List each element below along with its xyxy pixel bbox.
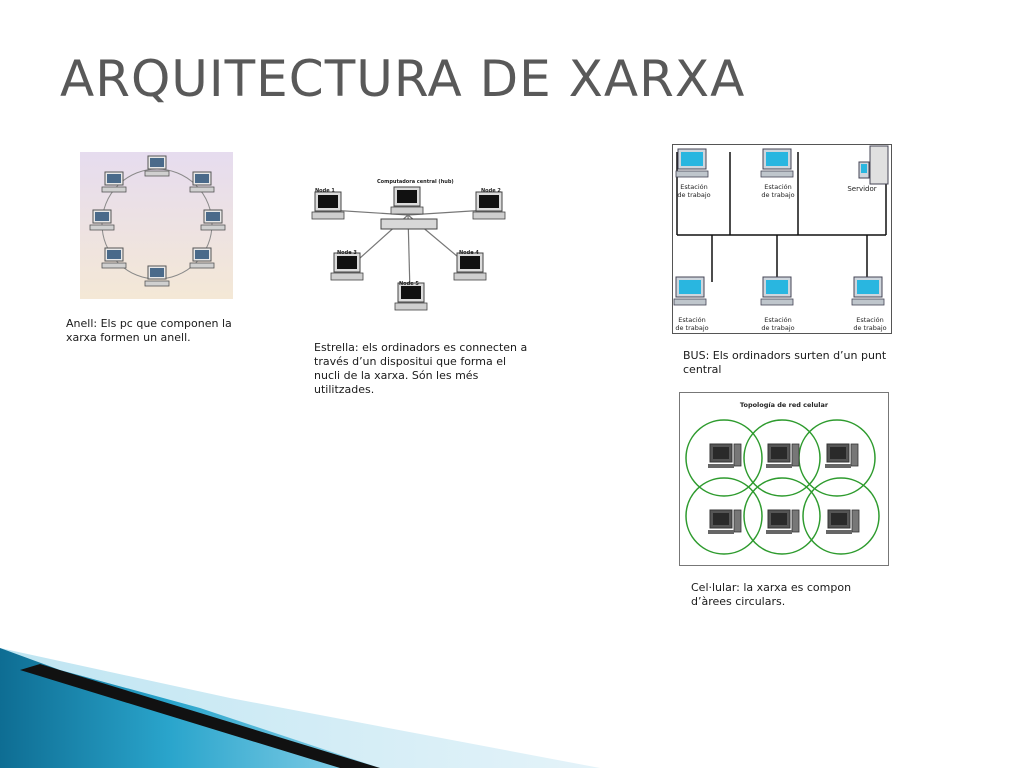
star-node-label: Node 5: [399, 281, 419, 287]
bus-station-label-line1: Estación: [764, 316, 792, 324]
bus-station-label-line2: de trabajo: [761, 191, 794, 199]
bus-station-label-line2: de trabajo: [761, 324, 794, 332]
bus-caption: BUS: Els ordinadors surten d’un punt cen…: [683, 349, 887, 376]
star-node-label: Node 1: [315, 188, 335, 194]
bus-server-label: Servidor: [847, 185, 876, 193]
star-center-label: Computadora central (hub): [377, 179, 454, 185]
star-node-label: Node 3: [337, 250, 357, 256]
bus-station-label-line1: Estación: [678, 316, 706, 324]
bus-station-label-line1: Estación: [764, 183, 792, 191]
bus-topology-diagram: Estación de trabajo Estación de trabajo …: [672, 144, 892, 334]
cellular-diagram-title: Topología de red celular: [740, 401, 829, 409]
ring-topology-diagram: [80, 152, 233, 299]
bus-station-label-line1: Estación: [856, 316, 884, 324]
bus-station-label-line2: de trabajo: [677, 191, 710, 199]
cellular-topology-diagram: Topología de red celular: [679, 392, 889, 566]
star-node-label: Node 4: [459, 250, 479, 256]
ring-caption: Anell: Els pc que componen la xarxa form…: [66, 317, 232, 344]
decorative-swoosh: [0, 648, 600, 768]
bus-station-label-line2: de trabajo: [853, 324, 886, 332]
star-topology-diagram: Computadora central (hub) Node 1 Node 2 …: [305, 175, 517, 325]
bus-station-label-line2: de trabajo: [675, 324, 708, 332]
bus-station-label-line1: Estación: [680, 183, 708, 191]
star-caption: Estrella: els ordinadors es connecten a …: [314, 341, 528, 396]
star-node-label: Node 2: [481, 188, 501, 194]
slide-title: ARQUITECTURA DE XARXA: [60, 50, 746, 108]
cellular-caption: Cel·lular: la xarxa es compon d’àrees ci…: [691, 581, 852, 608]
